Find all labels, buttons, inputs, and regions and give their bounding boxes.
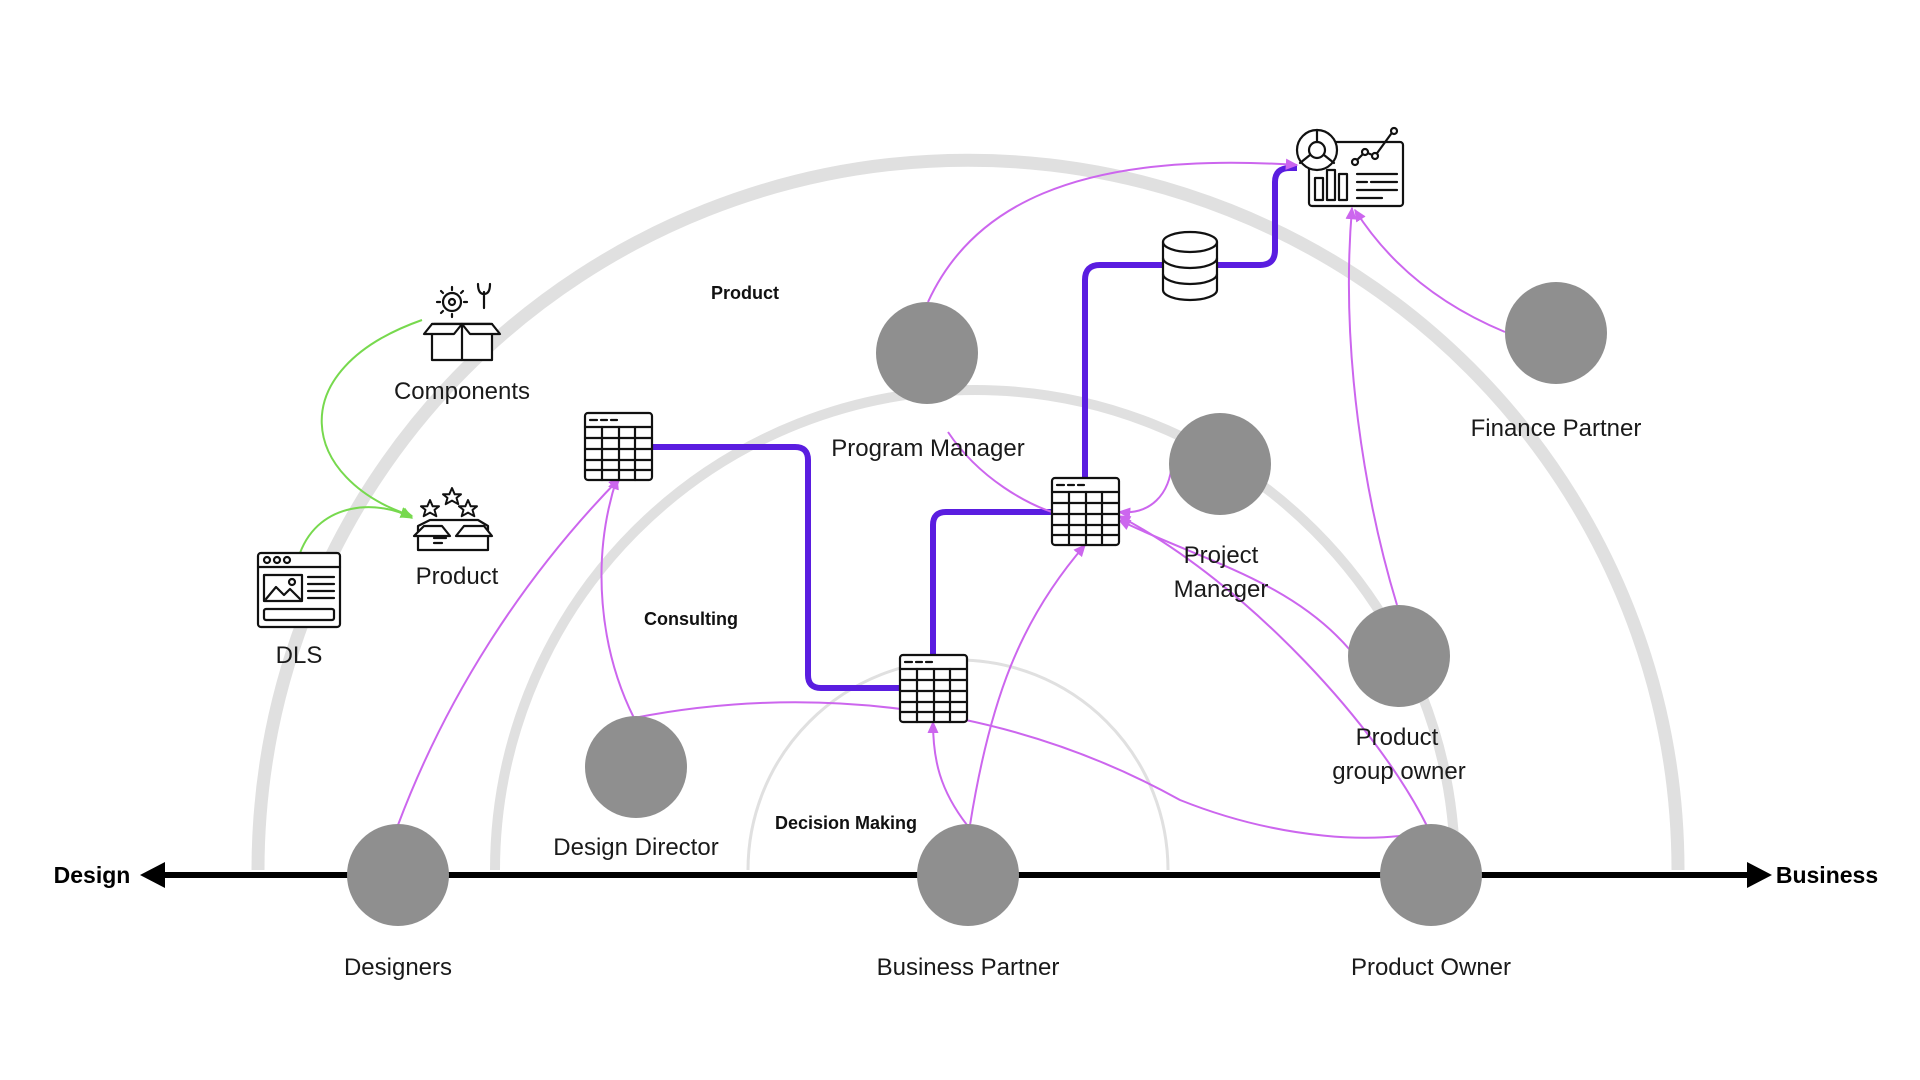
link-program-manager-to-dashboard: [927, 158, 1299, 303]
link-designers-to-consulting-sheet: [397, 477, 621, 826]
product-owner-label: Product Owner: [1351, 954, 1511, 981]
axis-label-design: Design: [54, 862, 131, 888]
link-project-manager-to-product-sheet: [1117, 461, 1173, 519]
program-manager-node[interactable]: [876, 302, 978, 404]
dls-label: DLS: [276, 642, 323, 669]
role-nodes: [347, 282, 1607, 926]
product-artifact-label: Product: [416, 563, 499, 590]
dls-relationships: [299, 319, 423, 554]
designers-label: Designers: [344, 954, 452, 981]
consulting-spreadsheet-icon: [583, 411, 654, 482]
axis-arrow-right-icon: [1747, 862, 1772, 888]
link-design-director-to-product-owner: [633, 701, 1431, 839]
link-business-partner-to-product-sheet: [969, 543, 1086, 826]
project-manager-label-line1: Project: [1184, 542, 1259, 569]
link-business-partner-to-decision-sheet: [927, 720, 968, 826]
dashboard-icon: [1295, 126, 1405, 208]
dls-browser-icon: [256, 551, 342, 629]
axis-label-business: Business: [1776, 862, 1878, 888]
link-finance-partner-to-dashboard: [1354, 208, 1506, 333]
link-program-manager-to-product-sheet: [947, 431, 1053, 513]
product-owner-node[interactable]: [1380, 824, 1482, 926]
design-director-node[interactable]: [585, 716, 687, 818]
link-product-group-owner-to-dashboard: [1345, 206, 1398, 606]
product-group-owner-label-line1: Product: [1356, 724, 1439, 751]
link-product-group-owner-to-product-sheet: [1117, 519, 1351, 651]
finance-partner-node[interactable]: [1505, 282, 1607, 384]
finance-partner-label: Finance Partner: [1471, 415, 1642, 442]
product-spreadsheet-icon: [1050, 476, 1121, 547]
link-product-owner-to-product-sheet: [1117, 515, 1429, 829]
decision-spreadsheet-icon: [898, 653, 969, 724]
components-label: Components: [394, 378, 530, 405]
product-group-owner-node[interactable]: [1348, 605, 1450, 707]
product-group-owner-label-line2: group owner: [1332, 758, 1465, 785]
project-manager-label-line2: Manager: [1174, 576, 1269, 603]
product-box-icon: [412, 487, 494, 552]
zone-label-decision-making: Decision Making: [775, 813, 917, 833]
database-icon: [1161, 230, 1219, 302]
outer-zone-arc: [251, 153, 1685, 871]
link-components-to-product: [320, 319, 423, 518]
link-design-director-to-consulting-sheet: [600, 476, 635, 719]
link-dls-to-product: [299, 506, 414, 554]
components-box-icon: [422, 282, 502, 362]
business-partner-node[interactable]: [917, 824, 1019, 926]
project-manager-node[interactable]: [1169, 413, 1271, 515]
role-relationships: [397, 158, 1506, 839]
axis-arrow-left-icon: [140, 862, 165, 888]
zone-label-consulting: Consulting: [644, 609, 738, 629]
design-director-label: Design Director: [553, 834, 718, 861]
designers-node[interactable]: [347, 824, 449, 926]
program-manager-label: Program Manager: [831, 435, 1024, 462]
data-flow-line: [652, 165, 1297, 691]
business-partner-label: Business Partner: [877, 954, 1060, 981]
zone-label-product: Product: [711, 283, 779, 303]
